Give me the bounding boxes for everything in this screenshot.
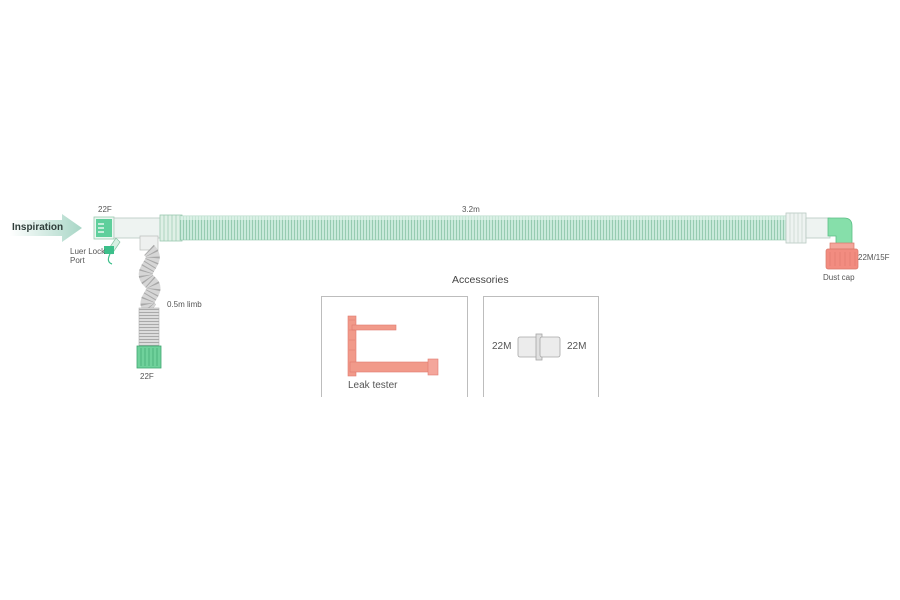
port-22f-top-label: 22F <box>98 205 112 214</box>
port-22f-bottom-label: 22F <box>140 372 154 381</box>
inlet-connector <box>93 214 183 242</box>
accessories-heading: Accessories <box>452 274 509 286</box>
dust-cap-label: Dust cap <box>823 273 855 282</box>
tube-length-label: 3.2m <box>462 205 480 214</box>
connector-right-label: 22M <box>567 341 587 352</box>
connector-left-label: 22M <box>492 341 512 352</box>
dust-cap <box>825 242 859 270</box>
elbow-connector <box>827 217 853 245</box>
straight-connector <box>517 333 561 361</box>
accessory-box-leak-tester <box>321 296 468 397</box>
luer-lock-port <box>104 237 121 265</box>
luer-lock-port-label: Luer Lock Port <box>70 247 106 266</box>
leak-tester <box>347 315 439 377</box>
leak-tester-label: Leak tester <box>348 380 398 391</box>
inspiration-arrow <box>10 214 82 242</box>
inspiration-label: Inspiration <box>12 222 64 233</box>
limb-length-label: 0.5m limb <box>167 300 202 309</box>
main-tube <box>179 212 831 244</box>
port-22m-15f-label: 22M/15F <box>858 253 890 262</box>
accessory-box-connector <box>483 296 599 397</box>
limb-tube <box>136 235 162 369</box>
